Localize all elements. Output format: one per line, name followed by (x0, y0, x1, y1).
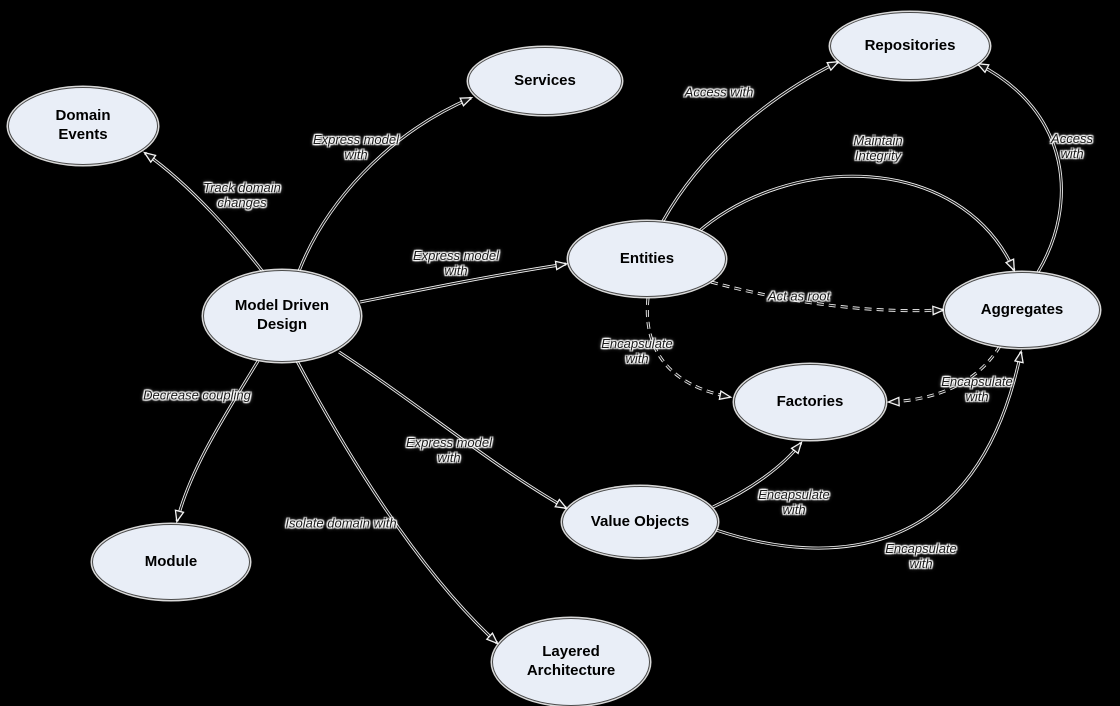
edge-line-encapsulate-entities-factories (646, 297, 733, 401)
edge-line-decrease-coupling (174, 360, 259, 524)
edge-halo-track-domain-changes (144, 151, 265, 273)
edge-label-encapsulate-value-objects-aggregates: Encapsulate with (885, 541, 957, 571)
edge-line-act-as-root (710, 281, 946, 316)
edge-encapsulate-value-objects-aggregates (715, 349, 1024, 550)
edge-express-model-value-objects (338, 350, 569, 510)
node-services: Services (468, 47, 622, 115)
edge-act-as-root (710, 280, 946, 316)
edge-label-express-model-services: Express model with (313, 132, 399, 162)
edge-label-access-with-aggregates: Access with (1051, 131, 1093, 161)
edge-express-model-entities (359, 260, 569, 304)
edge-line-encapsulate-value-objects-factories (712, 441, 803, 508)
edge-decrease-coupling (174, 360, 260, 524)
edge-label-decrease-coupling: Decrease coupling (143, 387, 251, 403)
edge-halo-access-with-aggregates (977, 62, 1063, 273)
edge-halo-maintain-integrity (696, 174, 1016, 271)
edge-isolate-domain (295, 360, 499, 645)
node-domain-events: Domain Events (8, 87, 158, 165)
node-repositories: Repositories (830, 12, 990, 80)
edge-label-isolate-domain: Isolate domain with (285, 515, 397, 531)
node-value-objects: Value Objects (562, 486, 718, 558)
edge-label-express-model-entities: Express model with (413, 248, 499, 278)
edge-line-encapsulate-value-objects-aggregates (715, 349, 1024, 549)
edge-access-with-aggregates (975, 62, 1063, 273)
edge-line-maintain-integrity (696, 175, 1016, 273)
edge-line-express-model-services (298, 97, 474, 272)
node-factories: Factories (734, 364, 886, 440)
node-entities: Entities (568, 221, 726, 297)
edge-line-isolate-domain (296, 360, 499, 645)
edge-express-model-services (297, 96, 474, 272)
edge-halo-decrease-coupling (175, 360, 260, 522)
edge-encapsulate-entities-factories (645, 297, 733, 401)
edge-maintain-integrity (696, 174, 1016, 273)
edge-label-track-domain-changes: Track domain changes (203, 180, 281, 210)
edge-track-domain-changes (143, 151, 265, 273)
node-module: Module (92, 524, 250, 600)
node-layered-architecture: Layered Architecture (492, 618, 650, 706)
edge-line-express-model-value-objects (338, 351, 569, 510)
edge-label-maintain-integrity: Maintain Integrity (853, 133, 903, 163)
edge-encapsulate-value-objects-factories (712, 441, 803, 509)
edge-label-access-with-entities: Access with (684, 84, 754, 100)
node-aggregates: Aggregates (944, 272, 1100, 348)
edge-label-express-model-value-objects: Express model with (406, 435, 492, 465)
edge-label-encapsulate-entities-factories: Encapsulate with (601, 336, 673, 366)
edge-line-encapsulate-aggregates-factories (886, 345, 1001, 407)
edge-line-access-with-aggregates (975, 62, 1062, 273)
edge-line-access-with-entities (662, 60, 841, 222)
node-model-driven-design: Model Driven Design (203, 270, 361, 362)
edge-access-with-entities (661, 60, 841, 222)
edge-halo-express-model-services (297, 96, 472, 272)
edge-line-track-domain-changes (143, 151, 264, 273)
edge-halo-isolate-domain (295, 360, 499, 645)
edge-label-act-as-root: Act as root (767, 288, 831, 304)
edge-encapsulate-aggregates-factories (886, 345, 1002, 407)
edge-label-encapsulate-value-objects-factories: Encapsulate with (758, 487, 830, 517)
edge-label-encapsulate-aggregates-factories: Encapsulate with (941, 374, 1013, 404)
edge-line-express-model-entities (359, 260, 569, 303)
